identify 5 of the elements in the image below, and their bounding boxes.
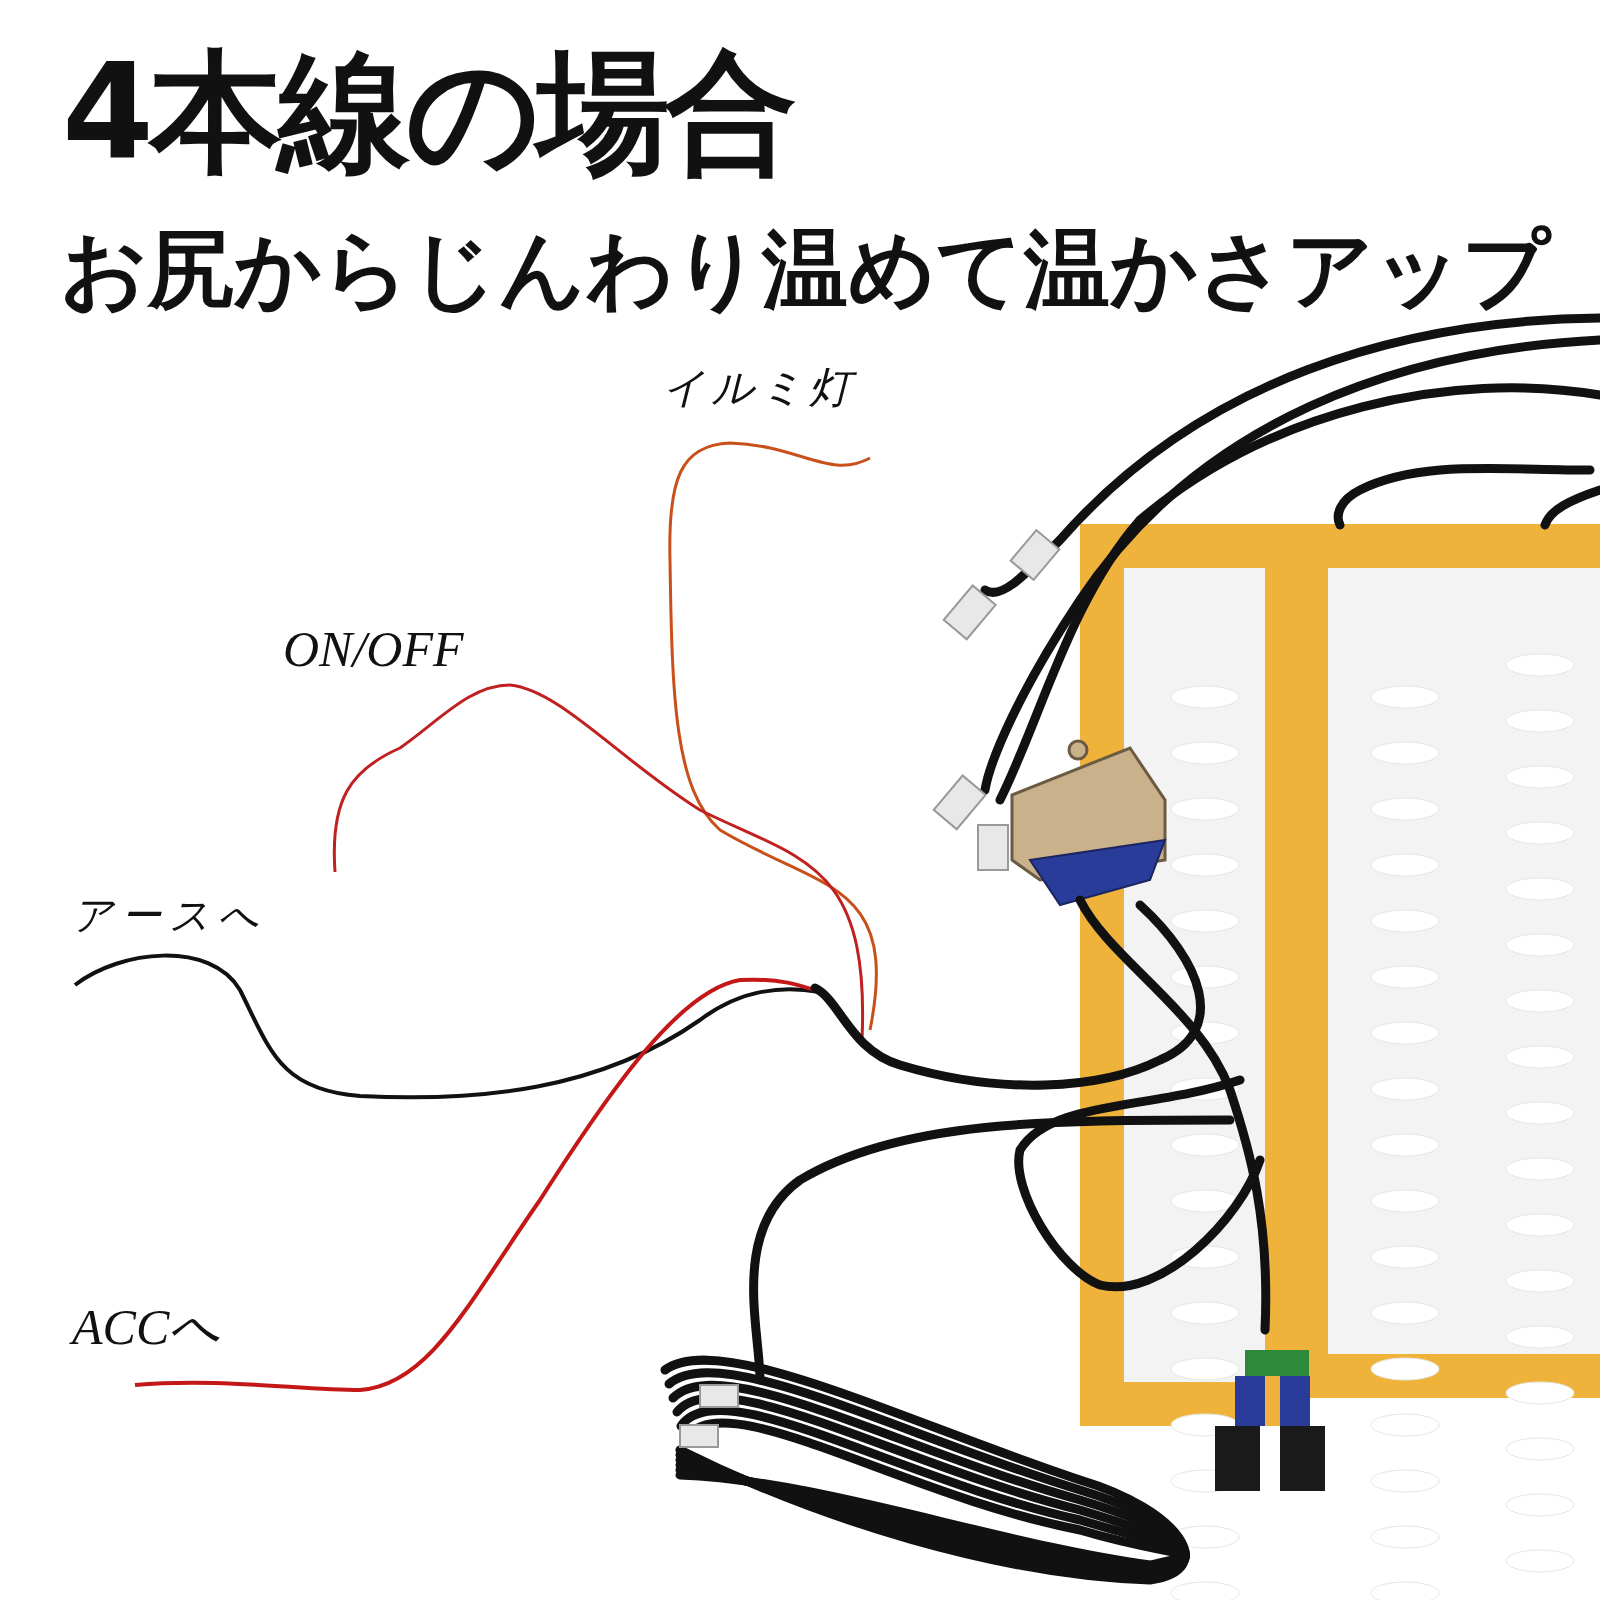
wire-label: イルミ灯 xyxy=(662,365,857,412)
wire-label: ON/OFF xyxy=(283,622,464,677)
subtitle-text: お尻からじんわり温めて温かさアップ xyxy=(60,222,1550,317)
title-heading: 4本線の場合 xyxy=(62,40,793,186)
wire-label: アースへ xyxy=(72,893,267,937)
